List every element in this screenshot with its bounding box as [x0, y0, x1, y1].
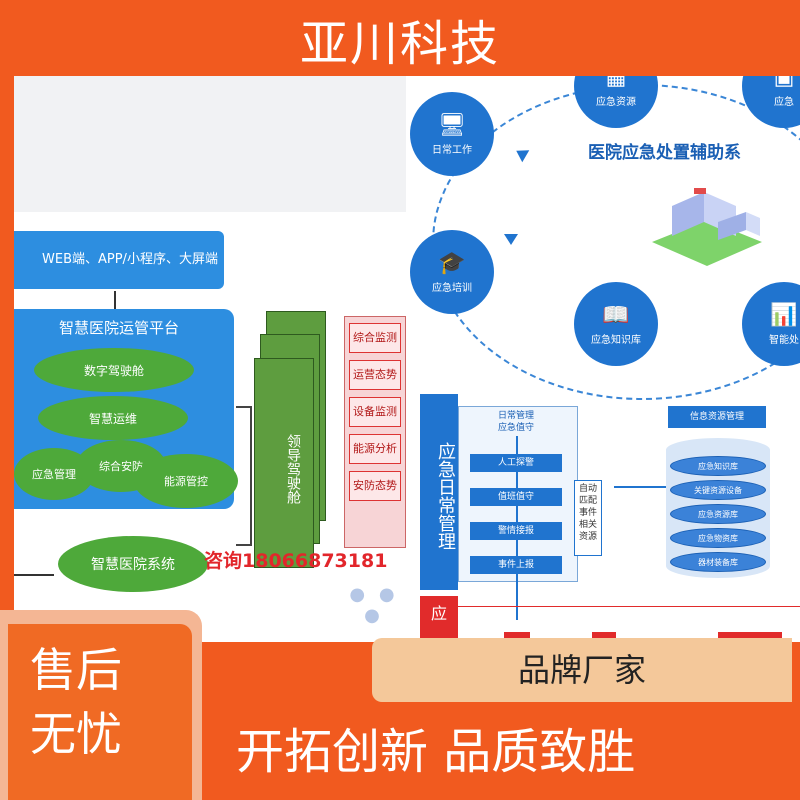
- pager-dots: ● ● ●: [349, 584, 399, 626]
- module-digital-cockpit: 数字驾驶舱: [34, 348, 194, 392]
- db-item: 关键资源设备: [670, 480, 766, 500]
- flow-title-line: 应急值守: [498, 423, 535, 433]
- flow-step: 人工探警: [470, 454, 562, 472]
- node-daily-work: 🖥 日常工作: [410, 92, 494, 176]
- consult-phone: 咨询18066873181: [204, 550, 388, 572]
- cockpit-feature-list: 综合监测 运营态势 设备监测 能源分析 安防态势: [344, 316, 406, 548]
- header-bar: 亚川科技: [0, 0, 800, 78]
- auto-match-box: 自动匹配事件相关资源: [574, 480, 602, 556]
- node-label: 应急知识库: [591, 334, 641, 346]
- db-item: 应急资源库: [670, 504, 766, 524]
- web-app-label: WEB端、APP/小程序、大屏端: [42, 252, 218, 267]
- db-connector: [614, 486, 668, 488]
- feature-item: 运营态势: [349, 360, 401, 390]
- flow-title-line: 日常管理: [498, 411, 535, 421]
- hospital-building-icon: [652, 188, 762, 266]
- feature-item: 综合监测: [349, 323, 401, 353]
- feature-item: 能源分析: [349, 434, 401, 464]
- bracket-connector: [236, 406, 252, 546]
- cube-icon: ▣: [773, 76, 795, 90]
- left-top-blank: [14, 76, 406, 212]
- connector-vertical: [114, 291, 116, 309]
- response-block: [504, 632, 530, 642]
- db-item: 器材装备库: [670, 552, 766, 572]
- flow-step: 警情接报: [470, 522, 562, 540]
- flow-step: 值班值守: [470, 488, 562, 506]
- node-knowledge: 📖 应急知识库: [574, 282, 658, 366]
- after-sales-line: 售后: [30, 643, 122, 697]
- info-resource-header: 信息资源管理: [668, 406, 766, 428]
- node-label: 应急资源: [596, 96, 636, 108]
- module-energy: 能源管控: [134, 454, 238, 508]
- hospital-system: 智慧医院系统: [58, 536, 208, 592]
- node-training: 🎓 应急培训: [410, 230, 494, 314]
- connector-horizontal: [14, 574, 54, 576]
- module-smart-ops: 智慧运维: [38, 396, 188, 440]
- brand-badge: 品牌厂家: [372, 638, 792, 702]
- response-block: [592, 632, 616, 642]
- node-label: 日常工作: [432, 144, 472, 156]
- system-title: 医院应急处置辅助系: [588, 143, 741, 163]
- node-label: 智能处: [769, 334, 799, 346]
- resource-icon: ▦: [605, 76, 627, 90]
- feature-item: 安防态势: [349, 471, 401, 501]
- after-sales-line: 无忧: [30, 707, 122, 761]
- db-item: 应急物资库: [670, 528, 766, 548]
- db-item: 应急知识库: [670, 456, 766, 476]
- company-title: 亚川科技: [299, 16, 500, 72]
- graduation-cap-icon: 🎓: [438, 250, 466, 276]
- response-frame: [458, 606, 800, 642]
- emergency-label-cut: 应: [420, 596, 458, 642]
- flow-title: 日常管理 应急值守: [498, 410, 534, 434]
- cockpit-book-front: [254, 358, 314, 568]
- feature-item: 设备监测: [349, 397, 401, 427]
- ring-arrow-icon: [504, 234, 518, 245]
- cockpit-label: 领导驾驶舱: [285, 434, 301, 504]
- after-sales-badge: 售后 无忧: [8, 624, 192, 800]
- book-icon: 📖: [602, 302, 630, 328]
- node-label: 应急: [774, 96, 794, 108]
- web-app-bar: WEB端、APP/小程序、大屏端: [14, 231, 224, 289]
- flow-step: 事件上报: [470, 556, 562, 574]
- platform-title: 智慧医院运管平台: [58, 319, 179, 337]
- emergency-daily-label: 应急日常管理: [420, 394, 458, 590]
- left-diagram-panel: WEB端、APP/小程序、大屏端 智慧医院运管平台 数字驾驶舱 智慧运维 应急管…: [14, 76, 406, 642]
- response-block: [718, 632, 782, 642]
- chart-icon: 📊: [770, 302, 798, 328]
- right-diagram-panel: 🖥 日常工作 🎓 应急培训 ▦ 应急资源 📖 应急知识库 ▣ 应急 📊 智能处 …: [406, 76, 800, 642]
- slogan: 开拓创新 品质致胜: [236, 724, 636, 780]
- monitor-icon: 🖥: [438, 112, 466, 138]
- node-label: 应急培训: [432, 282, 472, 294]
